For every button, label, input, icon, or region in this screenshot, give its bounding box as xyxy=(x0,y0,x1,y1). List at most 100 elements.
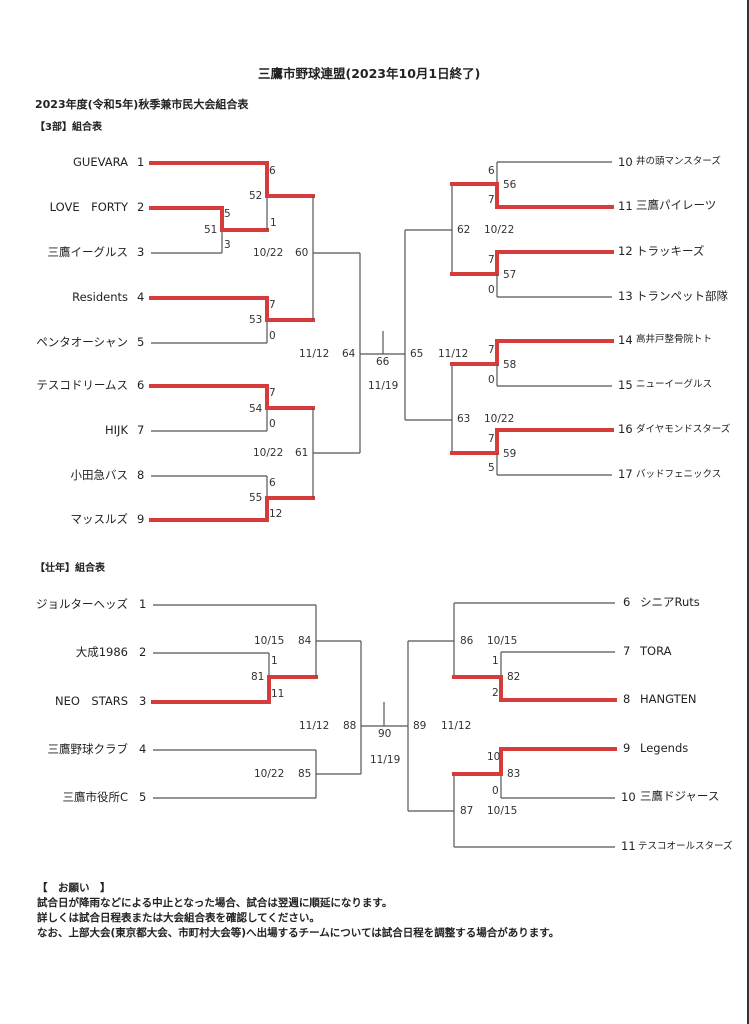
d3-team-name: GUEVARA xyxy=(73,155,128,169)
g57-score-bottom: 0 xyxy=(488,284,495,296)
g90-id: 90 xyxy=(378,728,392,740)
g58-score-bottom: 0 xyxy=(488,374,495,386)
senior-label: 【壮年】組合表 xyxy=(35,563,105,574)
g66-date: 11/19 xyxy=(368,380,399,392)
g56-id: 56 xyxy=(503,179,517,191)
g55-score-top: 6 xyxy=(269,477,276,489)
d3-team-name: ニューイーグルス xyxy=(636,379,713,390)
sr-team-number: 10 xyxy=(621,790,636,804)
g85-id: 85 xyxy=(298,768,312,780)
d3-team-number: 7 xyxy=(137,423,145,437)
d3-team-name: テスコドリームス xyxy=(36,378,128,392)
g90-date: 11/19 xyxy=(370,754,401,766)
d3-team-number: 11 xyxy=(618,199,633,213)
g86-id: 86 xyxy=(460,635,474,647)
d3-team-name: 高井戸整骨院トト xyxy=(636,334,713,345)
g61-date: 10/22 xyxy=(253,447,284,459)
sr-team-number: 5 xyxy=(139,790,147,804)
g60-id: 60 xyxy=(295,247,309,259)
g51-id: 51 xyxy=(204,224,218,236)
notes-heading: 【 お願い 】 xyxy=(37,882,111,894)
g65-date: 11/12 xyxy=(438,348,469,360)
g53-score-bottom: 0 xyxy=(269,330,276,342)
g58-id: 58 xyxy=(503,359,517,371)
g51-score-top: 5 xyxy=(224,208,231,220)
sr-team-number: 6 xyxy=(623,595,631,609)
g62-id: 62 xyxy=(457,224,471,236)
sr-team-number: 1 xyxy=(139,597,147,611)
g59-score-top: 7 xyxy=(488,433,495,445)
g52-score-top: 6 xyxy=(269,165,276,177)
sr-team-name: 三鷹ドジャース xyxy=(640,789,720,803)
g60-date: 10/22 xyxy=(253,247,284,259)
g81-score-bottom: 11 xyxy=(271,688,285,700)
d3-team-number: 6 xyxy=(137,378,145,392)
d3-team-number: 17 xyxy=(618,467,633,481)
g83-id: 83 xyxy=(507,768,521,780)
d3-team-name: 三鷹イーグルス xyxy=(47,245,129,259)
g88-date: 11/12 xyxy=(299,720,330,732)
g59-score-bottom: 5 xyxy=(488,462,495,474)
d3-team-number: 9 xyxy=(137,512,145,526)
g62-date: 10/22 xyxy=(484,224,515,236)
page-subtitle: 2023年度(令和5年)秋季兼市民大会組合表 xyxy=(35,98,249,111)
g86-date: 10/15 xyxy=(487,635,518,647)
notes-line: 詳しくは試合日程表または大会組合表を確認してください。 xyxy=(37,912,320,924)
sr-team-name: Legends xyxy=(640,741,689,755)
sr-team-name: シニアRuts xyxy=(640,595,700,609)
d3-team-number: 4 xyxy=(137,290,145,304)
g88-id: 88 xyxy=(343,720,357,732)
d3-team-number: 16 xyxy=(618,422,633,436)
d3-team-name: HIJK xyxy=(105,423,128,437)
g51-score-bottom: 3 xyxy=(224,239,231,251)
d3-team-number: 1 xyxy=(137,155,145,169)
g83-score-bottom: 0 xyxy=(492,785,499,797)
g87-date: 10/15 xyxy=(487,805,518,817)
g81-id: 81 xyxy=(251,671,265,683)
g81-score-top: 1 xyxy=(271,655,278,667)
sr-team-name: テスコオールスターズ xyxy=(638,841,733,852)
d3-team-name: トランペット部隊 xyxy=(636,289,728,303)
page-title: 三鷹市野球連盟(2023年10月1日終了) xyxy=(258,66,481,81)
g65-id: 65 xyxy=(410,348,424,360)
g56-score-bottom: 7 xyxy=(488,194,495,206)
sr-team-number: 11 xyxy=(621,839,636,853)
sr-team-number: 7 xyxy=(623,644,631,658)
notes-line: 試合日が降雨などによる中止となった場合、試合は翌週に順延になります。 xyxy=(37,897,393,909)
g54-score-bottom: 0 xyxy=(269,418,276,430)
g57-id: 57 xyxy=(503,269,517,281)
d3-team-name: トラッキーズ xyxy=(636,244,705,258)
g82-id: 82 xyxy=(507,671,521,683)
g63-id: 63 xyxy=(457,413,471,425)
sr-team-name: HANGTEN xyxy=(640,692,697,706)
g54-id: 54 xyxy=(249,403,263,415)
d3-team-number: 12 xyxy=(618,244,633,258)
d3-team-name: ダイヤモンドスターズ xyxy=(636,424,731,435)
g57-score-top: 7 xyxy=(488,254,495,266)
g89-id: 89 xyxy=(413,720,427,732)
sr-team-name: TORA xyxy=(640,644,672,658)
g82-score-bottom: 2 xyxy=(492,687,499,699)
g85-date: 10/22 xyxy=(254,768,285,780)
g64-date: 11/12 xyxy=(299,348,330,360)
d3-team-name: Residents xyxy=(72,290,128,304)
g54-score-top: 7 xyxy=(269,387,276,399)
d3-team-number: 5 xyxy=(137,335,145,349)
g55-id: 55 xyxy=(249,492,263,504)
g82-score-top: 1 xyxy=(492,655,499,667)
g83-score-top: 10 xyxy=(487,751,501,763)
sr-team-number: 4 xyxy=(139,742,147,756)
g55-score-bottom: 12 xyxy=(269,508,283,520)
g66-id: 66 xyxy=(376,356,390,368)
d3-team-name: 三鷹パイレーツ xyxy=(636,198,717,212)
d3-team-name: 井の頭マンスターズ xyxy=(636,156,721,167)
sr-team-name: NEO STARS xyxy=(54,694,128,708)
g52-score-bottom: 1 xyxy=(270,217,277,229)
d3-team-name: ペンタオーシャン xyxy=(36,335,128,349)
d3-team-number: 2 xyxy=(137,200,145,214)
g63-date: 10/22 xyxy=(484,413,515,425)
d3-team-number: 10 xyxy=(618,155,633,169)
d3-team-name: バッドフェニックス xyxy=(636,469,722,480)
d3-team-number: 3 xyxy=(137,245,145,259)
d3-team-name: 小田急バス xyxy=(70,468,129,482)
